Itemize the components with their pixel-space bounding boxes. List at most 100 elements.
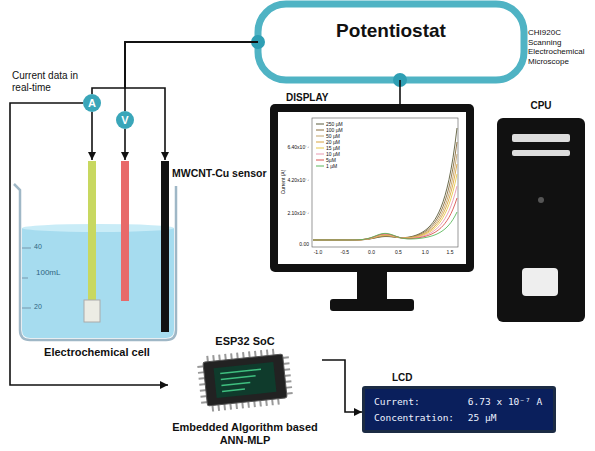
lcd-display-text: Current: [374, 396, 456, 407]
chip-screen-stroke [222, 389, 245, 391]
beaker [22, 277, 28, 278]
esp32-chip-text: Embedded Algorithm based ANN-MLP [168, 421, 322, 447]
display-monitor-art [357, 272, 387, 300]
legend-text: 250 µM [326, 121, 343, 127]
esp32-chip: ESP32 SoC Embedded Algorithm based ANN-ML… [168, 335, 322, 447]
legend-line-sample [316, 130, 324, 131]
beaker [22, 224, 174, 232]
tick-label: 1.5 [447, 249, 454, 255]
graduation-number: 20 [34, 303, 42, 311]
lcd-display-text: Concentration: [374, 412, 456, 423]
axis-title: Current (A) [280, 170, 286, 195]
electrodes [121, 161, 129, 301]
wire-connector [125, 42, 258, 160]
display-monitor-art [270, 92, 474, 311]
potentiostat-frame [258, 4, 524, 80]
cv-curve [313, 212, 457, 240]
legend-text: 15 µM [326, 145, 340, 151]
electrodes [161, 161, 169, 332]
cpu-tower-art [497, 118, 585, 322]
tick-label: 1.0 [422, 249, 429, 255]
voltmeter-circle: V [116, 111, 134, 129]
electrodes [84, 300, 100, 322]
tick-label: 6.40x10⁻⁷ [287, 144, 309, 150]
tick-label: -1.0 [314, 249, 323, 255]
legend-line-samples [316, 124, 324, 166]
esp32-chip-art [203, 354, 287, 406]
lcd-display: LCD Current: 6.73 x 10⁻⁷ A Concentration: 25… [362, 372, 556, 446]
ammeter-circle-text: A [88, 97, 96, 109]
wire-connector [91, 112, 93, 160]
volume-mark: 100mL [36, 268, 60, 278]
legend-line-sample [316, 136, 324, 137]
electrochemical-cell-text: Electrochemical cell [12, 346, 182, 358]
cpu-tower: CPU [494, 100, 588, 324]
wire-connector [125, 42, 258, 111]
esp32-chip-art [196, 347, 293, 412]
potentiostat-frame [251, 4, 524, 87]
cpu-tower-art [497, 118, 585, 322]
legend-text: 50 µM [326, 133, 340, 139]
legend-text: 5µM [326, 157, 336, 163]
instrument-name: CHI920C Scanning Electrochemical Microsc… [528, 28, 592, 66]
beaker [22, 307, 31, 308]
cpu-tower-art [512, 150, 570, 156]
ammeter-circle: A [83, 94, 101, 112]
display-monitor-art [270, 104, 474, 272]
cpu-tower-art [522, 268, 558, 296]
lcd-display-text: 6.73 x 10⁻⁷ A [468, 396, 544, 407]
potentiostat-box: Potentiostat [258, 4, 524, 80]
legend-text: 1 µM [326, 163, 337, 169]
tick-label: 0.5 [395, 249, 402, 255]
esp32-chip-art [214, 362, 277, 398]
display-monitor-art [330, 299, 414, 311]
wire-connector [10, 103, 168, 385]
chip-screen-stroke [221, 382, 250, 385]
wire-connector [399, 80, 401, 92]
display-monitor-art [399, 92, 401, 105]
electrochemical-cell: Electrochemical cell [12, 160, 182, 360]
chip-screen-texture [220, 369, 263, 391]
potentiostat-box-text: Potentiostat [258, 20, 524, 42]
legend-line-sample [316, 148, 324, 149]
tick-label: 0.00 [299, 241, 309, 247]
legend-text: 20 µM [326, 139, 340, 145]
lcd-panel: Current: 6.73 x 10⁻⁷ A Concentration: 25 µM [362, 386, 556, 433]
tick-label: -0.5 [340, 249, 349, 255]
chip-screen-stroke [220, 369, 261, 373]
display-monitor-art [312, 118, 458, 247]
cpu-tower-text: CPU [494, 100, 588, 111]
tick-label: 2.10x10⁻⁷ [287, 210, 309, 216]
beaker [22, 228, 174, 338]
tick-label: 0.0 [368, 249, 375, 255]
tick-label: 4.20x10⁻⁷ [287, 177, 309, 183]
cv-curve [313, 186, 457, 240]
wire-connector [92, 42, 258, 94]
cpu-tower-art [512, 134, 570, 142]
cv-curve [313, 128, 457, 240]
cv-curve [313, 154, 457, 240]
graduation-number: 40 [34, 243, 42, 251]
lcd-display-text: LCD [392, 372, 556, 383]
legend-line-sample [316, 124, 324, 125]
legend-line-sample [316, 142, 324, 143]
electrodes [88, 161, 96, 309]
legend-text: 100 µM [326, 127, 343, 133]
cv-curve [313, 174, 457, 240]
cpu-tower-art [538, 197, 544, 203]
esp32-chip-text: ESP32 SoC [215, 335, 274, 348]
wire-connector [322, 360, 362, 412]
legend-line-sample [316, 160, 324, 161]
wire-connector [124, 129, 126, 160]
lcd-display-text: 25 µM [468, 412, 544, 423]
cv-curve [313, 142, 457, 240]
display-monitor-art [278, 112, 466, 264]
beaker [22, 247, 31, 248]
legend-line-sample [316, 154, 324, 155]
cv-curve [313, 164, 457, 240]
legend-line-sample [316, 166, 324, 167]
chip-screen-stroke [221, 376, 256, 380]
voltammogram-curves [313, 128, 457, 240]
voltmeter-circle-text: V [121, 114, 128, 126]
